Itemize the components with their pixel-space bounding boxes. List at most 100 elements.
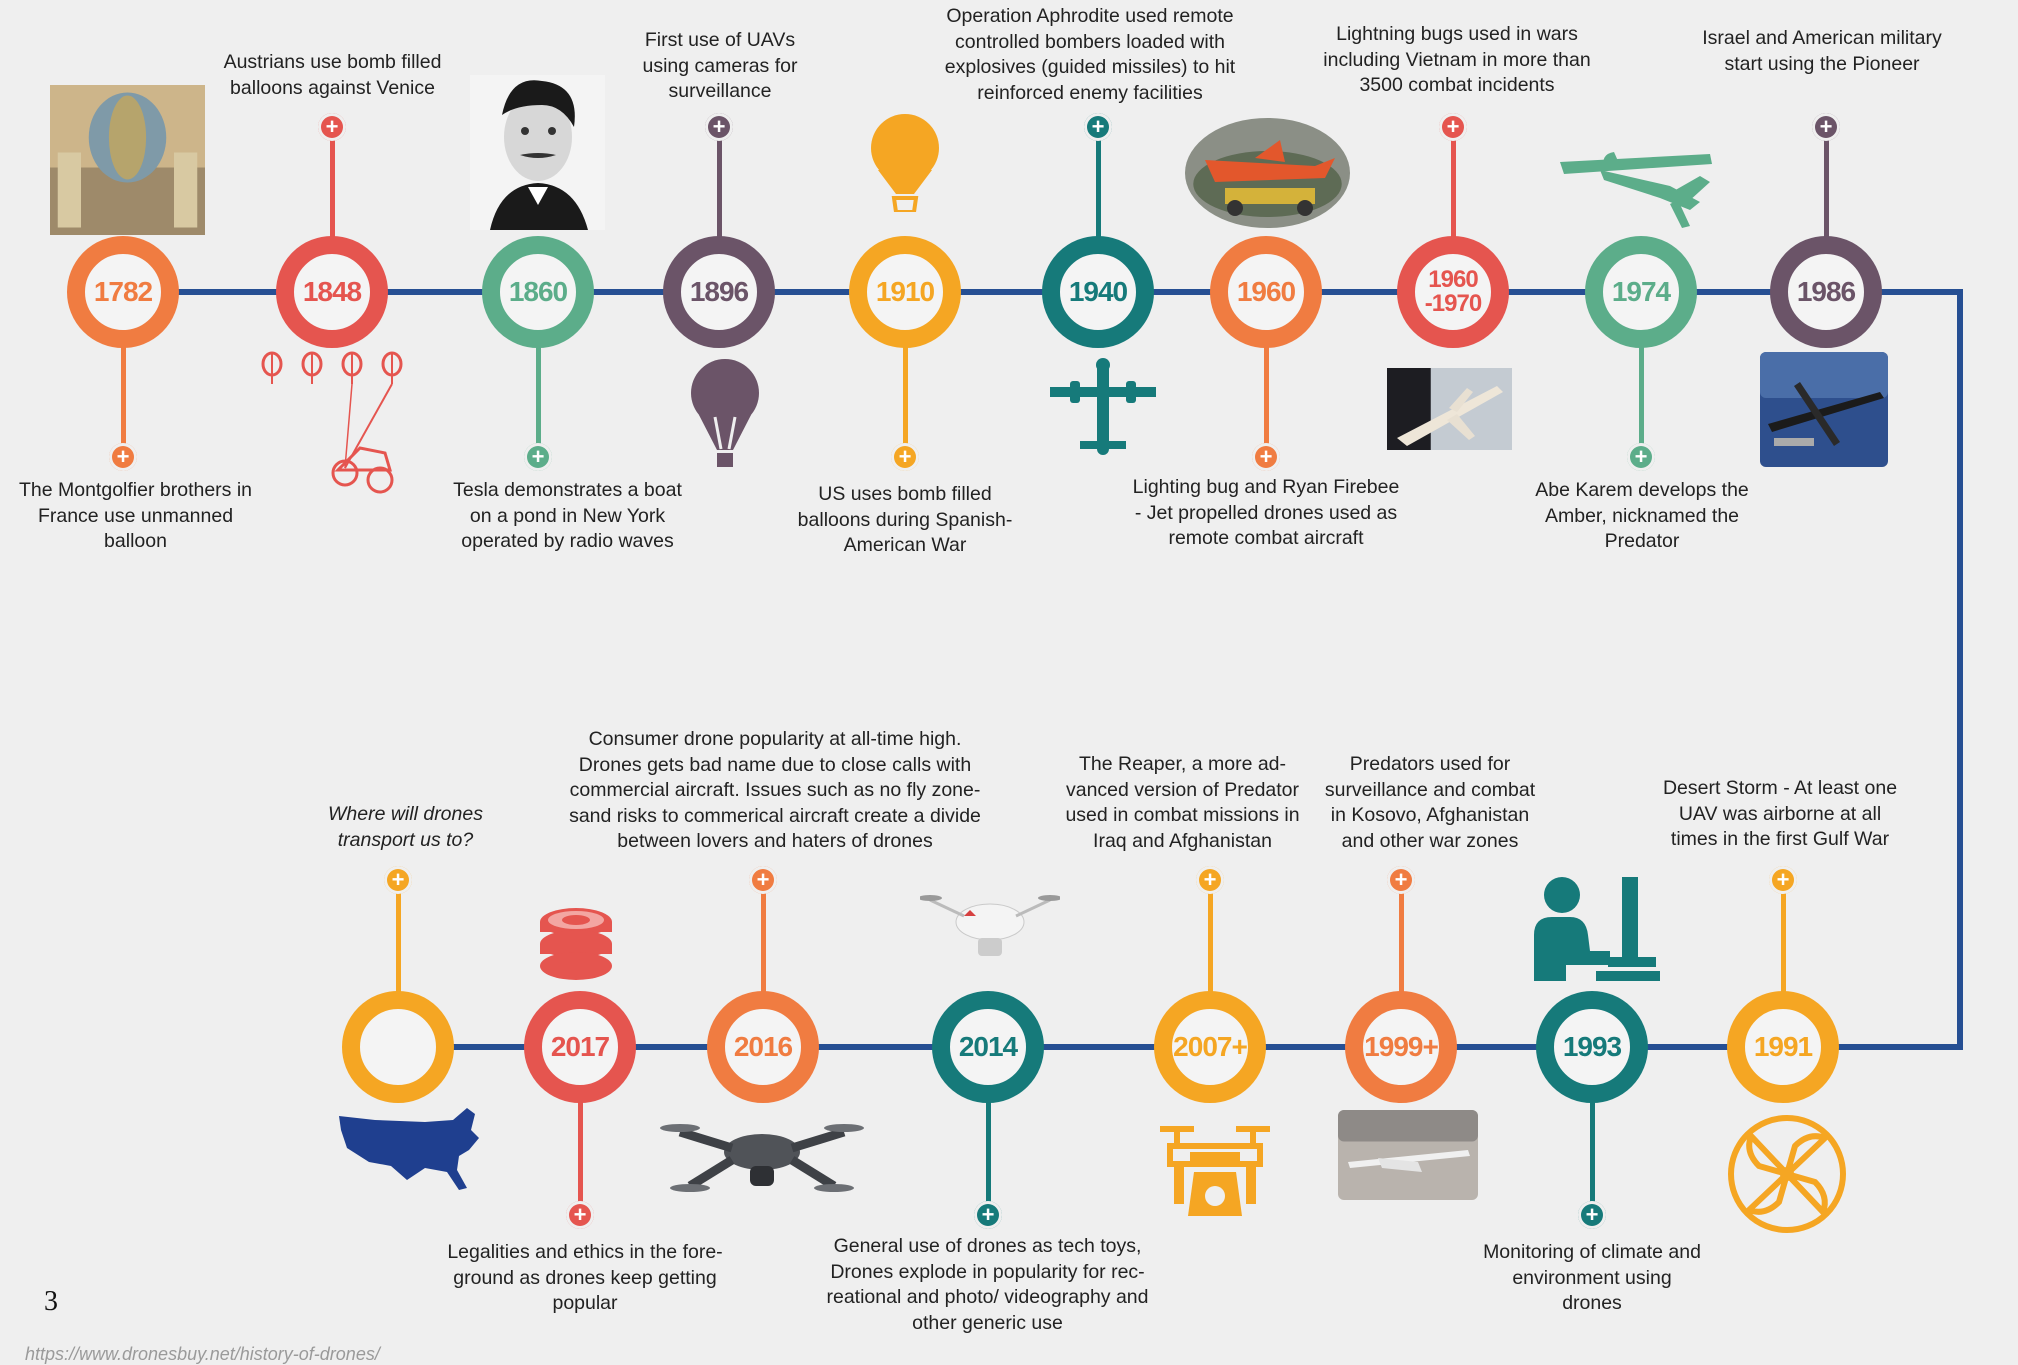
expand-plus-icon[interactable]: +	[1578, 1201, 1606, 1229]
event-stem	[760, 880, 766, 1047]
bomb-balloons-icon	[250, 348, 410, 498]
event-description: Consumer drone popularity at all-time hi…	[569, 728, 981, 852]
expand-plus-icon[interactable]: +	[1627, 443, 1655, 471]
event-description: Abe Karem develops the Amber, nicknamed …	[1535, 479, 1749, 552]
quadcopter-camera-icon	[1150, 1116, 1280, 1228]
event-stem	[1823, 127, 1829, 292]
year-marker[interactable]: 1993	[1536, 991, 1648, 1103]
year-label: 1896	[689, 276, 749, 307]
year-marker[interactable]: 1848	[276, 236, 388, 348]
event-stem	[1638, 292, 1644, 457]
year-label: 1974	[1611, 276, 1671, 307]
event-description: US uses bomb filled balloons during Span…	[797, 483, 1013, 556]
year-label: 2016	[733, 1031, 793, 1062]
lightning-bug-picture	[1387, 368, 1512, 450]
event-stem	[120, 292, 126, 457]
event-description: Predators used for surveillance and comb…	[1324, 753, 1536, 852]
expand-plus-icon[interactable]: +	[524, 443, 552, 471]
expand-plus-icon[interactable]: +	[1252, 443, 1280, 471]
year-marker[interactable]: 2007+	[1154, 991, 1266, 1103]
page-number: 3	[44, 1286, 58, 1317]
year-marker[interactable]: 1960	[1210, 236, 1322, 348]
event-stem	[985, 1047, 991, 1215]
timeline-line-right	[1957, 289, 1963, 1050]
year-label: 1999+	[1364, 1031, 1439, 1062]
event-stem	[902, 292, 908, 457]
event-description: Tesla demonstrates a boat on a pond in N…	[453, 479, 682, 552]
computer-user-icon	[1530, 873, 1660, 983]
event-description: Monitoring of climate and environment us…	[1483, 1241, 1701, 1314]
year-label: 1940	[1068, 276, 1128, 307]
predator-picture	[1338, 1110, 1478, 1200]
expand-plus-icon[interactable]: +	[1387, 866, 1415, 894]
year-label: 1910	[875, 276, 935, 307]
expand-plus-icon[interactable]: +	[1769, 866, 1797, 894]
timeline-line-top	[95, 289, 1963, 295]
event-description: Austrians use bomb filled balloons again…	[223, 51, 442, 99]
event-description: General use of drones as tech toys, Dron…	[826, 1235, 1149, 1334]
event-stem	[1780, 880, 1786, 1047]
event-stem	[1450, 127, 1456, 292]
year-label: 2007+	[1173, 1031, 1248, 1062]
event-stem	[395, 880, 401, 1047]
year-marker[interactable]: 1860	[482, 236, 594, 348]
hot-air-balloon-icon	[685, 355, 765, 470]
expand-plus-icon[interactable]: +	[974, 1201, 1002, 1229]
event-description: Israel and American military start using…	[1702, 27, 1942, 75]
year-marker[interactable]: 1986	[1770, 236, 1882, 348]
year-marker[interactable]: 1782	[67, 236, 179, 348]
event-description: Lightning bugs used in wars including Vi…	[1323, 23, 1591, 96]
year-marker[interactable]: 1991	[1727, 991, 1839, 1103]
year-label: 1848	[302, 276, 362, 307]
year-marker[interactable]: 1910	[849, 236, 961, 348]
expand-plus-icon[interactable]: +	[1439, 113, 1467, 141]
expand-plus-icon[interactable]: +	[1084, 113, 1112, 141]
event-description: Where will drones transport us to?	[328, 803, 483, 851]
expand-plus-icon[interactable]: +	[1196, 866, 1224, 894]
year-marker[interactable]: 1974	[1585, 236, 1697, 348]
year-label: 1993	[1562, 1031, 1622, 1062]
source-url[interactable]: https://www.dronesbuy.net/history-of-dro…	[25, 1344, 380, 1364]
montgolfier-balloon-picture	[50, 85, 205, 235]
event-stem	[535, 292, 541, 457]
event-description: Operation Aphrodite used remote controll…	[944, 5, 1236, 104]
event-stem	[329, 127, 335, 292]
pioneer-drone-picture	[1760, 352, 1888, 467]
expand-plus-icon[interactable]: +	[318, 113, 346, 141]
event-description: First use of UAVs using cameras for surv…	[642, 29, 798, 102]
year-marker[interactable]: 2016	[707, 991, 819, 1103]
year-marker[interactable]	[342, 991, 454, 1103]
phantom-drone-picture	[918, 880, 1062, 970]
expand-plus-icon[interactable]: +	[1812, 113, 1840, 141]
year-marker[interactable]: 2014	[932, 991, 1044, 1103]
expand-plus-icon[interactable]: +	[705, 113, 733, 141]
tesla-portrait	[470, 75, 605, 230]
mavic-drone-picture	[660, 1102, 865, 1202]
expand-plus-icon[interactable]: +	[384, 866, 412, 894]
expand-plus-icon[interactable]: +	[566, 1201, 594, 1229]
year-marker[interactable]: 1940	[1042, 236, 1154, 348]
firebee-drone-picture	[1185, 118, 1350, 228]
event-description: Desert Storm - At least one UAV was airb…	[1662, 777, 1898, 850]
expand-plus-icon[interactable]: +	[749, 866, 777, 894]
year-label: 1860	[508, 276, 568, 307]
event-stem	[1207, 880, 1213, 1047]
event-stem	[1263, 292, 1269, 457]
year-marker[interactable]: 1960 -1970	[1397, 236, 1509, 348]
expand-plus-icon[interactable]: +	[891, 443, 919, 471]
event-description: Lighting bug and Ryan Firebee - Jet prop…	[1132, 476, 1400, 549]
event-stem	[577, 1047, 583, 1215]
event-stem	[1095, 127, 1101, 292]
year-label: 1991	[1753, 1031, 1813, 1062]
year-label: 1782	[93, 276, 153, 307]
year-label: 1986	[1796, 276, 1856, 307]
event-description: The Reaper, a more ad- vanced version of…	[1065, 753, 1300, 852]
year-marker[interactable]: 2017	[524, 991, 636, 1103]
predator-drone-icon	[1560, 140, 1720, 230]
year-marker[interactable]: 1999+	[1345, 991, 1457, 1103]
year-marker[interactable]: 1896	[663, 236, 775, 348]
event-description: The Montgolfier brothers in France use u…	[18, 479, 253, 552]
year-label: 2014	[958, 1031, 1018, 1062]
year-label: 2017	[550, 1031, 610, 1062]
expand-plus-icon[interactable]: +	[109, 443, 137, 471]
